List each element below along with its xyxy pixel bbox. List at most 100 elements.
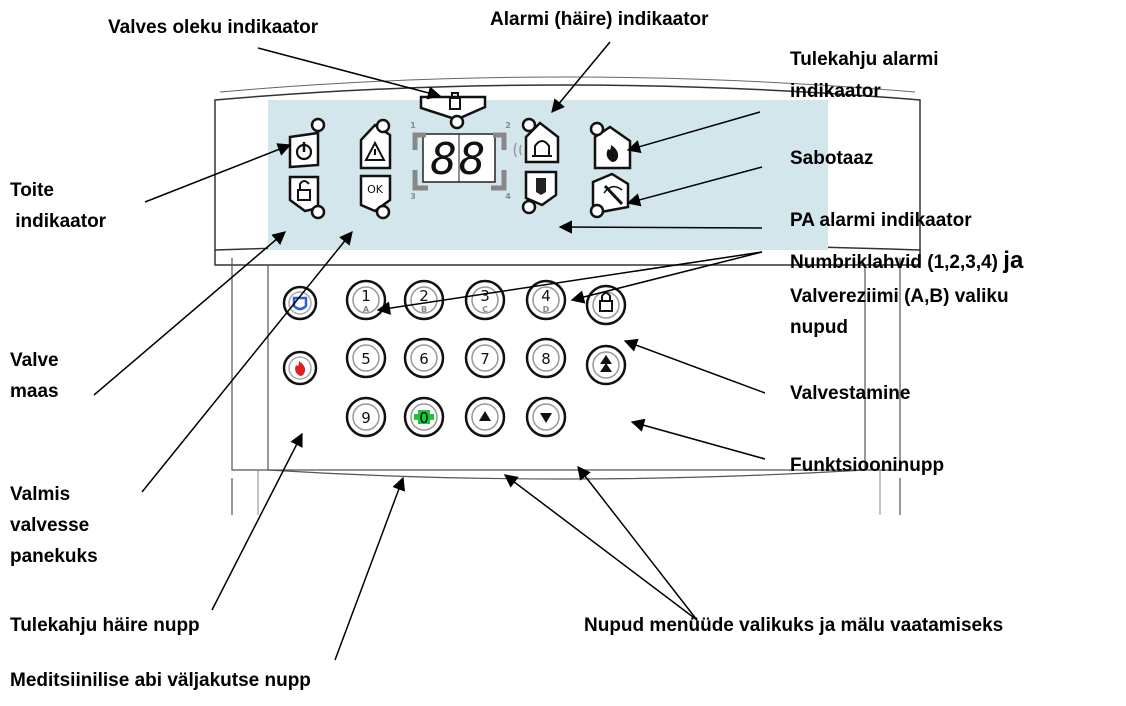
pa-icon bbox=[536, 178, 546, 195]
display-digits: 88 bbox=[431, 134, 488, 185]
indicator-tamper bbox=[589, 172, 630, 219]
indicator-fire bbox=[589, 121, 632, 170]
down-arrow-icon bbox=[540, 413, 552, 423]
fire-alarm-button[interactable] bbox=[282, 350, 318, 386]
key-3[interactable]: 3 C bbox=[464, 279, 506, 321]
display-corner-3: 3 bbox=[410, 192, 416, 201]
arrow-numbriklahvid-2 bbox=[570, 251, 763, 304]
arrow-valvestamine bbox=[623, 338, 766, 394]
label-numbriklahvid-1: Numbriklahvid (1,2,3,4) ja bbox=[790, 247, 1023, 276]
indicator-disarmed bbox=[288, 175, 326, 220]
label-valmis-2: valvesse bbox=[10, 515, 90, 536]
indicator-power bbox=[288, 117, 326, 169]
arrow-sabotaaz bbox=[626, 166, 763, 207]
arrow-tulekahju bbox=[626, 111, 761, 154]
label-valves-oleku: Valves oleku indikaator bbox=[108, 17, 319, 38]
fire-button-icon bbox=[295, 361, 306, 376]
label-numbriklahvid-3: nupud bbox=[790, 317, 849, 338]
label-nupud-menuude: Nupud menüüde valikuks ja mälu vaatamise… bbox=[584, 615, 1004, 636]
arrow-valves-oleku bbox=[257, 47, 442, 100]
key-9-label: 9 bbox=[361, 409, 371, 427]
key-5[interactable]: 5 bbox=[345, 337, 387, 379]
arrow-pa-alarmi bbox=[558, 220, 763, 234]
key-4[interactable]: 4 D bbox=[525, 279, 567, 321]
armed-lock-icon bbox=[449, 92, 461, 110]
key-2-sublabel: B bbox=[421, 305, 427, 314]
indicator-warning bbox=[359, 118, 392, 170]
indicator-ready: OK bbox=[359, 174, 392, 220]
label-tulekahju-alarmi-2: indikaator bbox=[790, 81, 881, 102]
key-6-label: 6 bbox=[419, 350, 429, 368]
label-numbriklahvid-text: Numbriklahvid (1,2,3,4) bbox=[790, 252, 1004, 273]
key-1-sublabel: A bbox=[363, 305, 370, 314]
arrow-nupud-2 bbox=[577, 465, 698, 621]
fire-icon bbox=[606, 145, 619, 162]
label-valvestamine: Valvestamine bbox=[790, 383, 911, 404]
tamper-icon bbox=[603, 184, 624, 206]
label-toite-2: indikaator bbox=[10, 211, 107, 232]
down-button[interactable] bbox=[525, 396, 567, 438]
medical-button[interactable] bbox=[282, 285, 318, 321]
key-8-label: 8 bbox=[541, 350, 551, 368]
key-3-sublabel: C bbox=[482, 305, 488, 314]
label-sabotaaz: Sabotaaz bbox=[790, 148, 874, 169]
label-tulekahju-alarmi-1: Tulekahju alarmi bbox=[790, 49, 939, 70]
display-corner-2: 2 bbox=[505, 121, 511, 130]
power-icon bbox=[295, 142, 313, 161]
up-arrow-icon bbox=[479, 411, 491, 421]
key-1[interactable]: 1 A bbox=[345, 279, 387, 321]
label-funktsiooninupp: Funktsiooninupp bbox=[790, 455, 945, 476]
key-2[interactable]: 2 B bbox=[403, 279, 445, 321]
key-2-label: 2 bbox=[419, 287, 429, 305]
key-0[interactable]: 0 bbox=[403, 396, 445, 438]
arm-icon bbox=[600, 355, 612, 372]
key-9[interactable]: 9 bbox=[345, 396, 387, 438]
key-4-sublabel: D bbox=[543, 305, 550, 314]
warning-icon bbox=[364, 140, 386, 161]
label-valve-maas-2: maas bbox=[10, 381, 59, 402]
arrow-tulekahju-haire bbox=[211, 432, 303, 611]
display-corner-4: 4 bbox=[505, 192, 511, 201]
medical-icon bbox=[292, 296, 308, 311]
display-corner-1: 1 bbox=[410, 121, 416, 130]
key-1-label: 1 bbox=[361, 287, 371, 305]
label-valmis-1: Valmis bbox=[10, 484, 71, 505]
bell-icon bbox=[532, 140, 552, 157]
key-7[interactable]: 7 bbox=[464, 337, 506, 379]
unlock-icon bbox=[297, 180, 311, 201]
label-toite-1: Toite bbox=[10, 180, 54, 201]
label-numbriklahvid-ja: ja bbox=[1003, 247, 1024, 274]
arm-button[interactable] bbox=[585, 344, 627, 386]
key-4-label: 4 bbox=[541, 287, 551, 305]
arrow-valve-maas bbox=[93, 231, 287, 396]
lock-key-icon bbox=[599, 292, 613, 312]
label-alarmi: Alarmi (häire) indikaator bbox=[490, 9, 709, 30]
up-button[interactable] bbox=[464, 396, 506, 438]
key-7-label: 7 bbox=[480, 350, 490, 368]
arrow-alarmi bbox=[551, 41, 611, 114]
label-pa-alarmi: PA alarmi indikaator bbox=[790, 210, 972, 231]
key-3-label: 3 bbox=[480, 287, 490, 305]
ok-icon: OK bbox=[367, 183, 384, 196]
label-meditsiinilise: Meditsiinilise abi väljakutse nupp bbox=[10, 670, 311, 691]
arrow-funktsiooninupp bbox=[630, 418, 766, 460]
label-numbriklahvid-2: Valvereziimi (A,B) valiku bbox=[790, 286, 1009, 307]
key-0-label: 0 bbox=[419, 409, 429, 427]
arrow-numbriklahvid-1 bbox=[376, 251, 763, 315]
arrow-toite bbox=[144, 143, 292, 203]
label-tulekahju-haire: Tulekahju häire nupp bbox=[10, 615, 200, 636]
segment-display: 88 1 2 3 4 bbox=[410, 121, 511, 201]
indicator-armed bbox=[419, 92, 487, 130]
arrow-valmis bbox=[141, 230, 353, 493]
key-6[interactable]: 6 bbox=[403, 337, 445, 379]
arrow-meditsiinilise bbox=[334, 476, 406, 661]
arrow-nupud-1 bbox=[503, 474, 698, 621]
callout-arrows bbox=[93, 41, 766, 661]
label-valmis-3: panekuks bbox=[10, 546, 98, 567]
indicator-pa-alarm bbox=[521, 170, 558, 215]
key-8[interactable]: 8 bbox=[525, 337, 567, 379]
label-valve-maas-1: Valve bbox=[10, 350, 59, 371]
key-5-label: 5 bbox=[361, 350, 371, 368]
indicator-alarm bbox=[513, 117, 560, 164]
